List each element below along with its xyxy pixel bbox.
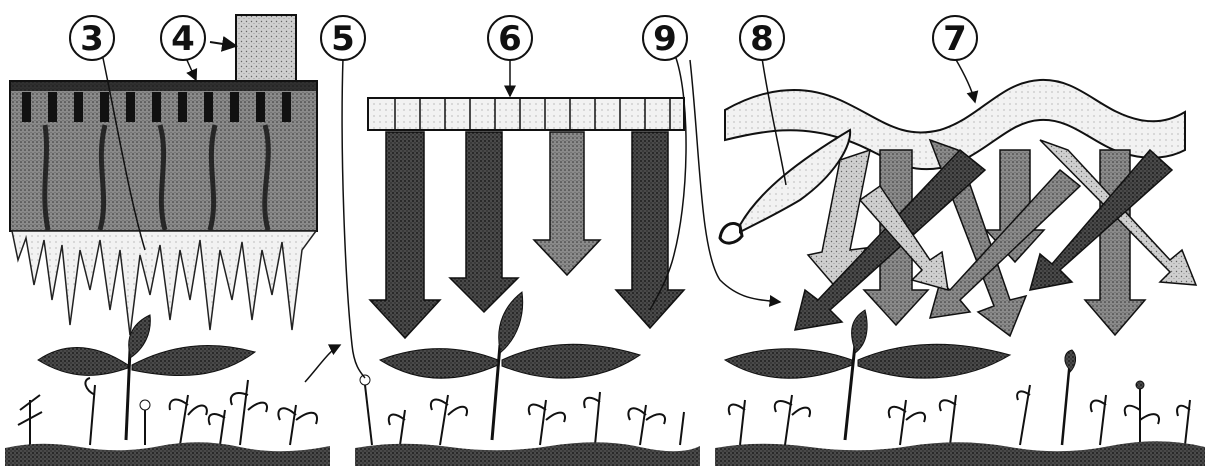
callout-9: 9 <box>643 16 687 60</box>
panel-flame-weeding <box>5 15 330 466</box>
callout-6: 6 <box>488 16 532 60</box>
arrow-down-4 <box>616 132 684 328</box>
svg-text:9: 9 <box>653 19 677 59</box>
arrow-down-1 <box>370 132 440 338</box>
svg-text:4: 4 <box>171 19 195 59</box>
crop-and-weeds-1 <box>18 315 317 445</box>
arrow-down-3 <box>534 132 600 275</box>
spray-boom <box>368 98 684 130</box>
crossing-arrows <box>795 140 1196 336</box>
callout-3: 3 <box>70 16 114 60</box>
callout-4: 4 <box>161 16 205 60</box>
arrow-down-2 <box>450 132 518 312</box>
flames <box>12 231 316 335</box>
svg-text:6: 6 <box>498 19 522 59</box>
svg-text:7: 7 <box>943 19 967 59</box>
soil-2 <box>355 442 700 466</box>
svg-text:8: 8 <box>750 19 774 59</box>
downward-arrows <box>370 132 684 338</box>
callout-5: 5 <box>321 16 365 60</box>
gas-tank <box>236 15 296 81</box>
soil-1 <box>5 442 330 466</box>
svg-text:3: 3 <box>80 19 104 59</box>
callout-8: 8 <box>740 16 784 60</box>
panel-oscillating-treatment <box>715 80 1205 466</box>
callout-7: 7 <box>933 16 977 60</box>
soil-3 <box>715 441 1205 466</box>
panel-straight-treatment <box>355 98 700 466</box>
svg-text:5: 5 <box>331 19 355 59</box>
